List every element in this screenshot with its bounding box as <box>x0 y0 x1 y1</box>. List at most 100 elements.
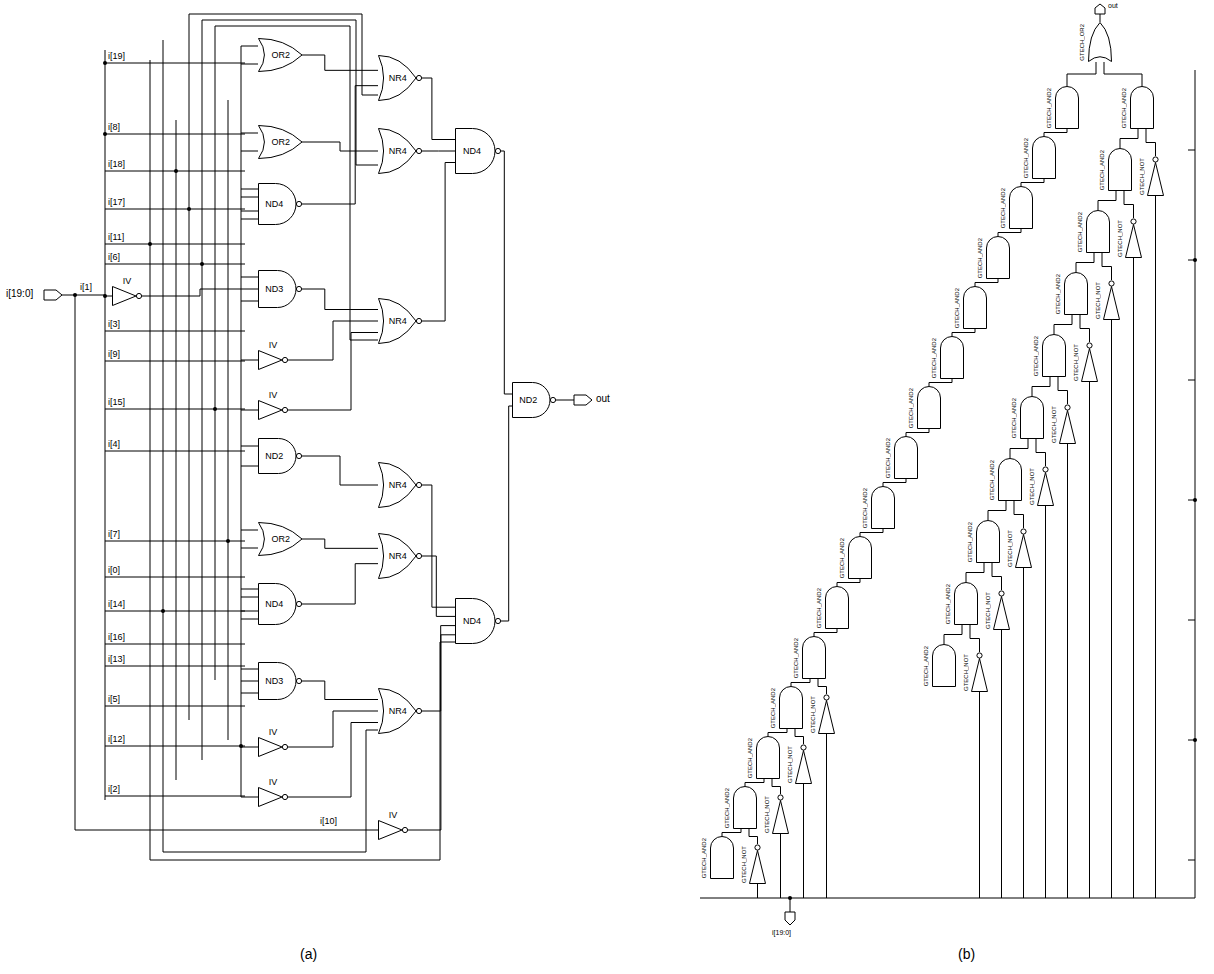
inversion-bubble <box>416 75 421 80</box>
logic-gate: GTECH_AND2 <box>1045 86 1079 129</box>
wire-connector <box>906 429 929 436</box>
gate-label: NR4 <box>389 551 407 561</box>
inversion-bubble <box>1065 405 1070 410</box>
gate-outline <box>456 599 496 644</box>
wire-connector <box>422 163 455 322</box>
gate-outline <box>113 287 137 306</box>
signal-name: i[9] <box>108 349 120 359</box>
wire-connector <box>772 779 781 794</box>
logic-gate: ND4 <box>258 583 302 625</box>
gate-label: GTECH_AND2 <box>967 522 974 562</box>
gate-label: GTECH_NOT <box>1051 406 1058 443</box>
wire-connector <box>1146 129 1156 156</box>
gate-outline <box>1131 87 1154 129</box>
wire-connector <box>1102 253 1112 280</box>
gate-outline <box>1126 225 1142 258</box>
gate-outline <box>456 129 496 174</box>
gate-outline <box>513 383 550 418</box>
wire-connector <box>749 829 758 844</box>
inversion-bubble <box>282 407 287 412</box>
gate-outline <box>977 521 1000 563</box>
logic-gate: NR4 <box>378 462 422 508</box>
gate-outline <box>259 271 297 308</box>
logic-gate: NR4 <box>378 298 422 344</box>
logic-gate: GTECH_NOT <box>1094 280 1120 320</box>
wire-connector <box>288 723 378 798</box>
input-wire <box>1155 196 1156 898</box>
gate-outline <box>259 738 283 757</box>
gate-label: GTECH_AND2 <box>908 388 915 428</box>
signal-name: i[11] <box>108 232 124 242</box>
gate-label: GTECH_NOT <box>985 592 992 629</box>
wire-connector <box>1080 315 1090 342</box>
gate-label: GTECH_AND2 <box>862 488 869 528</box>
wire-connector <box>795 729 804 744</box>
wire-connector <box>302 86 378 204</box>
gate-outline <box>1056 87 1079 129</box>
inversion-bubble <box>1043 467 1048 472</box>
logic-gate: GTECH_OR2 <box>1078 22 1112 62</box>
logic-gate: GTECH_NOT <box>763 794 789 834</box>
gate-outline <box>1043 335 1066 377</box>
logic-gate: GTECH_AND2 <box>944 582 978 625</box>
wire-connector <box>1021 179 1044 186</box>
wire-connector <box>302 456 378 485</box>
gate-outline <box>379 463 417 508</box>
logic-gate: GTECH_AND2 <box>930 336 964 379</box>
logic-gate: OR2 <box>258 38 302 72</box>
logic-gate: GTECH_NOT <box>962 652 988 692</box>
gate-outline <box>259 788 283 807</box>
logic-gate: GTECH_AND2 <box>1098 148 1132 191</box>
wire-connector <box>501 151 512 394</box>
input-port <box>44 290 62 300</box>
input-wire <box>1023 568 1024 898</box>
gate-label: NR4 <box>389 316 407 326</box>
logic-gate: GTECH_AND2 <box>769 686 803 729</box>
wire-connector <box>288 711 378 747</box>
gate-label: GTECH_AND2 <box>1000 188 1007 228</box>
gate-outline <box>895 437 918 479</box>
signal-name: i[15] <box>108 397 125 407</box>
wire-connector <box>142 289 258 296</box>
gate-label: GTECH_NOT <box>810 696 817 733</box>
gate-label: GTECH_AND2 <box>1055 274 1062 314</box>
logic-gate: GTECH_AND2 <box>907 386 941 429</box>
logic-gate: GTECH_NOT <box>1006 528 1032 568</box>
wire-connector <box>1124 191 1134 218</box>
gate-label: GTECH_AND2 <box>945 584 952 624</box>
gate-outline <box>379 299 417 344</box>
gate-label: ND2 <box>265 451 283 461</box>
input-bus <box>700 14 1195 912</box>
gate-label: NR4 <box>389 480 407 490</box>
input-wire <box>1089 382 1090 898</box>
signal-name: out <box>1108 2 1118 10</box>
inversion-bubble <box>282 744 287 749</box>
logic-gate: IV <box>258 340 288 370</box>
gate-label: ND4 <box>265 199 283 209</box>
logic-gate: GTECH_AND2 <box>1054 272 1088 315</box>
logic-gate: IV <box>378 810 408 840</box>
signal-name: i[14] <box>108 599 125 609</box>
inversion-bubble <box>282 794 287 799</box>
gate-label: OR2 <box>272 50 291 60</box>
wire-connector <box>975 279 998 286</box>
gate-label: ND2 <box>519 395 537 405</box>
logic-gate: GTECH_AND2 <box>861 486 895 529</box>
wire-connector <box>818 679 827 694</box>
gate-outline <box>259 351 283 370</box>
junction-dot <box>1193 738 1197 742</box>
logic-gate: GTECH_NOT <box>1028 466 1054 506</box>
wire-connector <box>302 681 378 700</box>
logic-gate: OR2 <box>258 522 302 556</box>
input-wire <box>1045 506 1046 898</box>
inversion-bubble <box>801 745 806 750</box>
gate-outline <box>379 821 403 840</box>
signal-name: out <box>596 393 610 405</box>
signal-name: i[19] <box>108 51 125 61</box>
logic-gate: GTECH_AND2 <box>1076 210 1110 253</box>
inversion-bubble <box>977 653 982 658</box>
wire-connector <box>1032 377 1050 396</box>
wire-connector <box>302 539 378 548</box>
gate-label: GTECH_NOT <box>1073 344 1080 381</box>
wire-connector <box>1104 62 1142 86</box>
